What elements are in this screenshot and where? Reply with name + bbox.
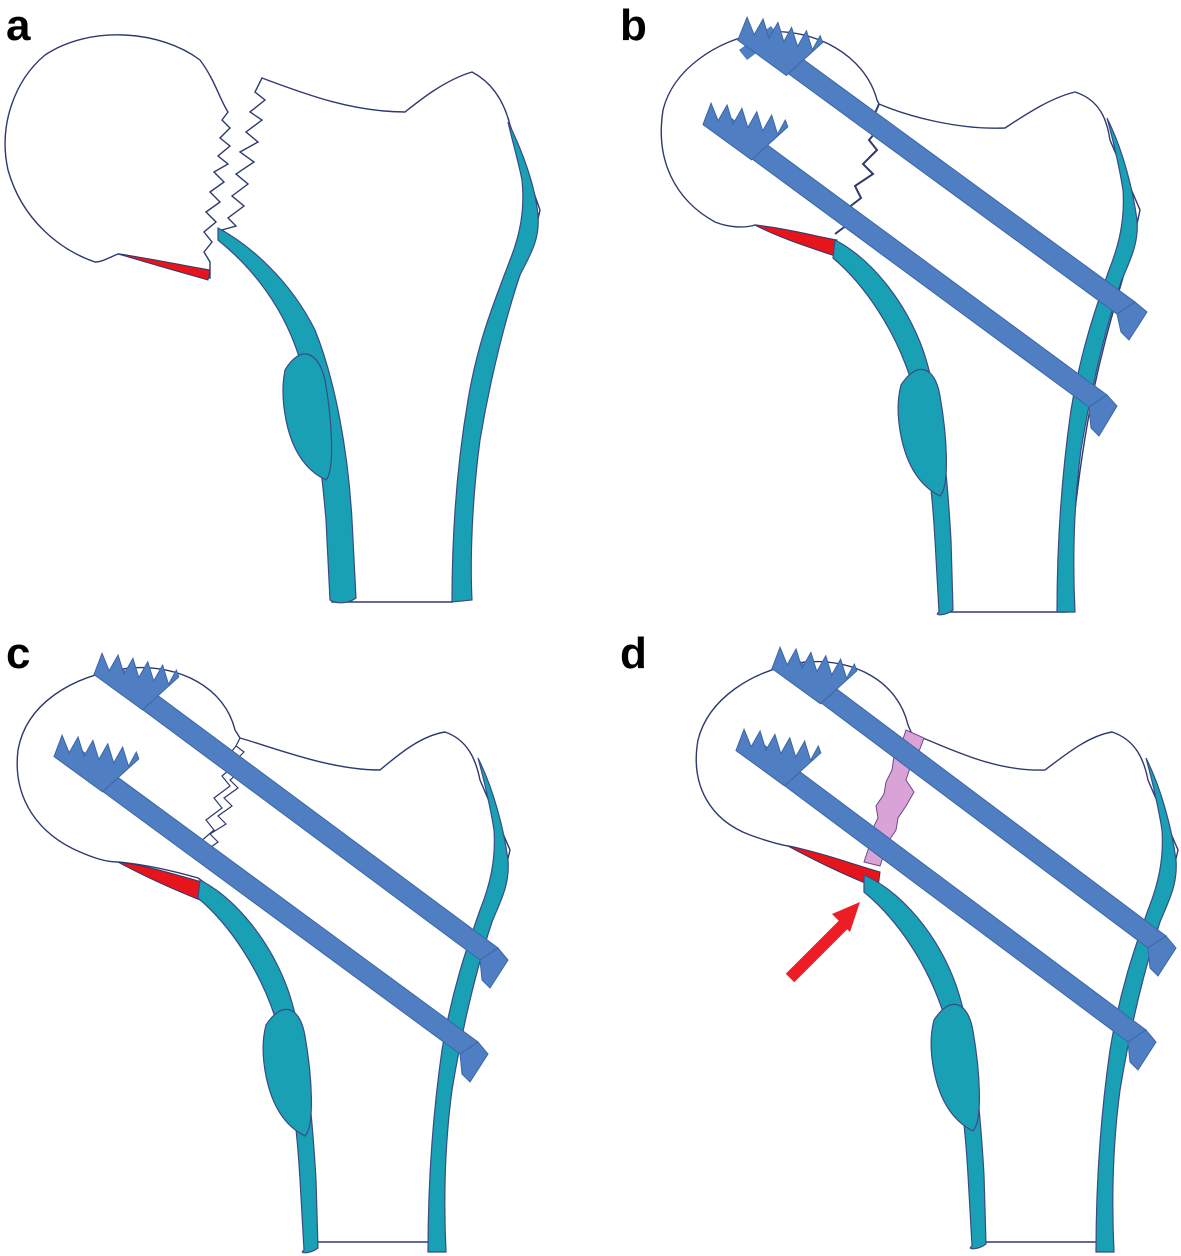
panel-label-b: b (620, 1, 647, 50)
retinaculum-red (117, 253, 211, 281)
panel-label-c: c (6, 629, 31, 678)
calcar-bulge (930, 1003, 981, 1132)
panel-label-a: a (6, 1, 31, 50)
screw-upper (93, 651, 509, 989)
screw-upper (771, 645, 1177, 977)
calcar-bulge (282, 353, 333, 481)
screw-upper (737, 15, 1148, 341)
calcar-bulge (262, 1008, 313, 1137)
retinaculum-red (787, 845, 881, 889)
screw-lower (702, 101, 1118, 437)
lateral-cortex (451, 121, 539, 603)
panel-label-d: d (620, 629, 647, 678)
lateral-cortex (427, 757, 509, 1253)
screw-lower (735, 727, 1157, 1071)
calcar-bulge (897, 368, 948, 497)
panel-d (695, 645, 1179, 1253)
lateral-cortex (1095, 757, 1177, 1253)
panel-c (16, 651, 511, 1254)
arrow-indicator (785, 902, 860, 983)
lateral-cortex (1056, 117, 1138, 613)
panel-a (4, 34, 541, 604)
screw-lower (53, 733, 489, 1083)
panel-b (660, 15, 1148, 616)
